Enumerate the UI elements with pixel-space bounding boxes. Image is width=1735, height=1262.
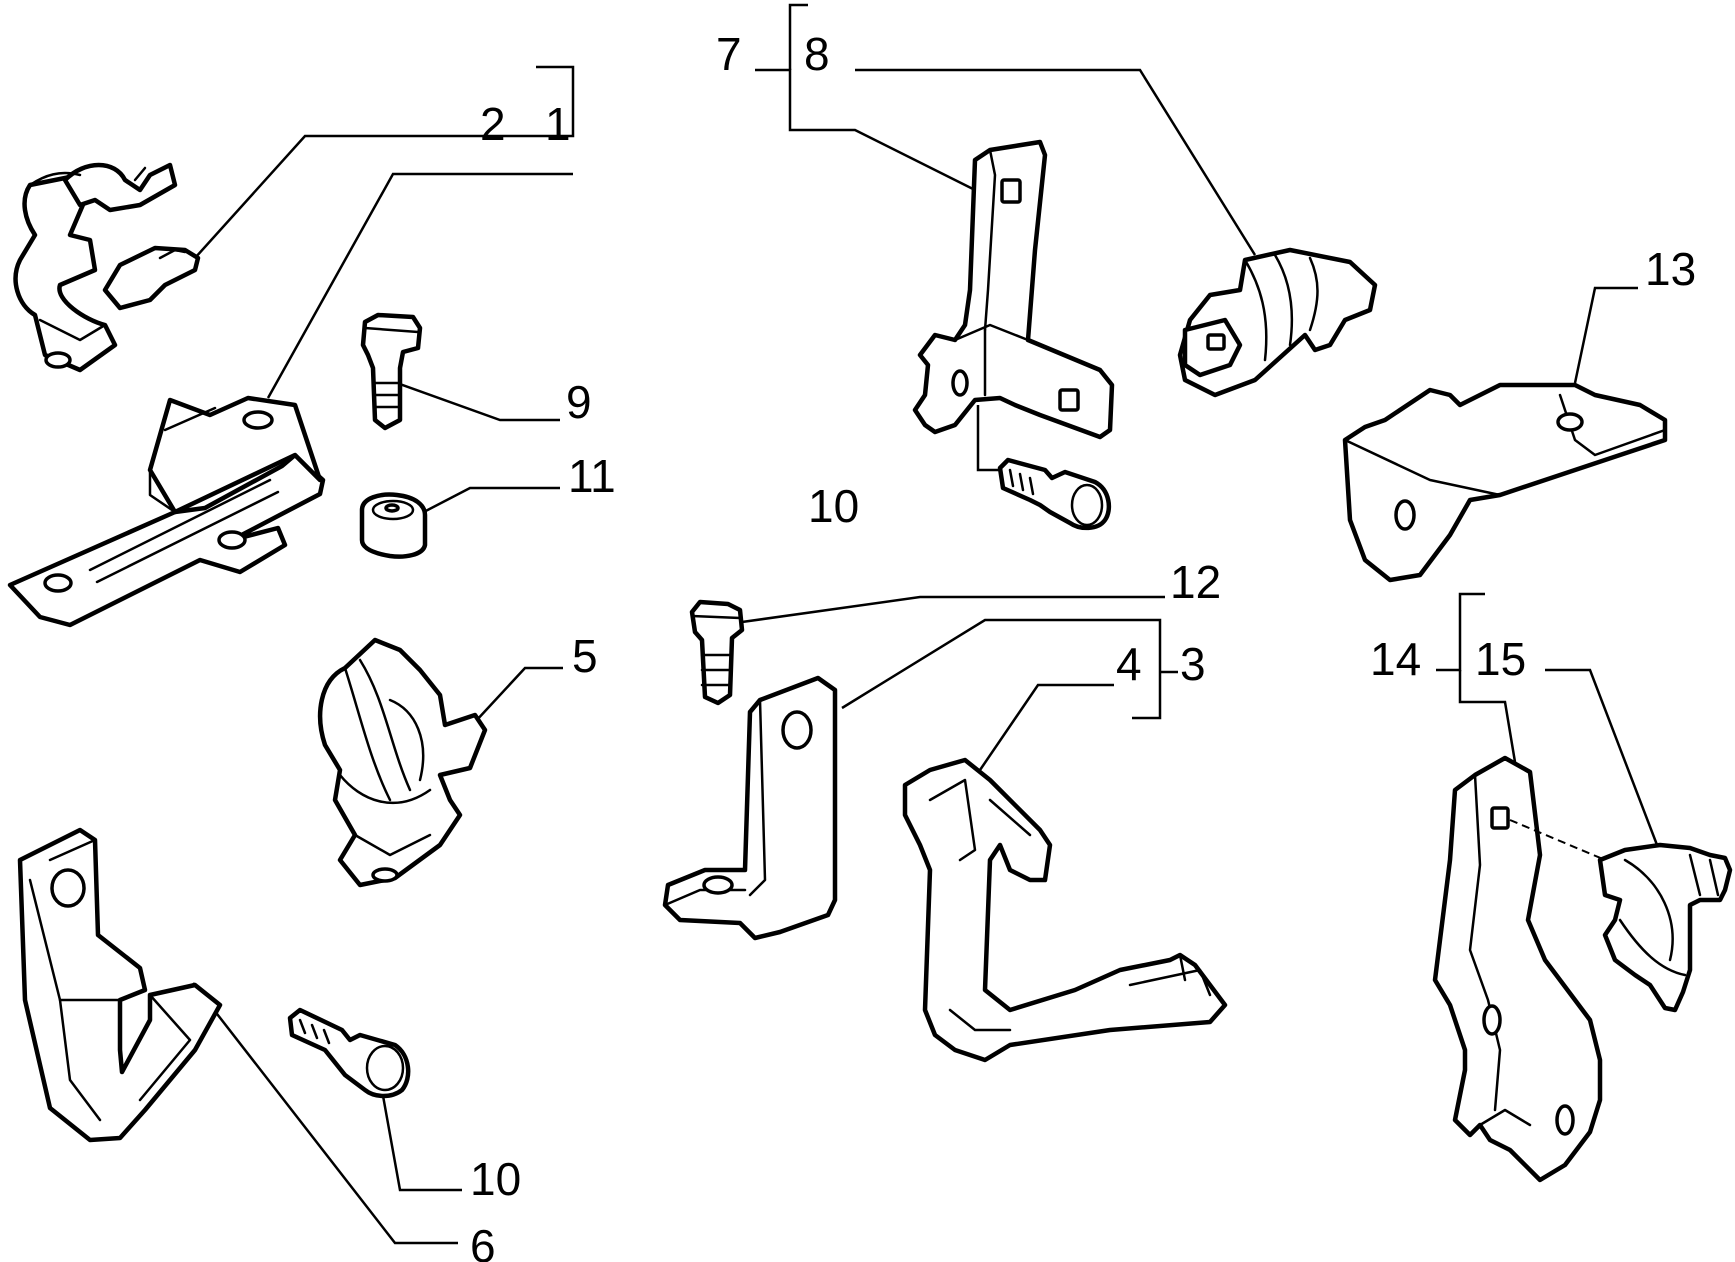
callout-3: 3 xyxy=(1180,638,1206,690)
callout-9: 9 xyxy=(566,376,592,428)
callout-15: 15 xyxy=(1475,633,1526,685)
callout-6: 6 xyxy=(470,1220,496,1262)
callout-1: 1 xyxy=(545,98,571,150)
part-12-screw xyxy=(689,599,745,706)
callout-10-bottom: 10 xyxy=(470,1153,521,1205)
part-3-l-bracket xyxy=(662,675,838,941)
part-11-nut xyxy=(359,492,428,559)
callout-13: 13 xyxy=(1645,243,1696,295)
callout-labels: 1 2 3 4 5 6 7 8 9 10 10 11 12 13 14 15 xyxy=(470,28,1696,1262)
part-14-long-bracket xyxy=(1432,755,1603,1183)
part-8-clip xyxy=(1177,247,1378,398)
part-10-bolt-bottom xyxy=(287,1007,411,1099)
callout-11: 11 xyxy=(568,450,616,502)
part-6-u-bracket xyxy=(17,827,223,1143)
part-5-clip xyxy=(317,637,488,888)
callout-4: 4 xyxy=(1116,638,1142,690)
leader-lines xyxy=(192,3,1664,1245)
callout-7: 7 xyxy=(716,28,742,80)
part-7-tall-bracket xyxy=(912,139,1115,440)
part-2-clamp-clip xyxy=(13,162,201,373)
part-15-small-clip xyxy=(1597,842,1733,1013)
callout-8: 8 xyxy=(804,28,830,80)
callout-10-top: 10 xyxy=(808,480,859,532)
callout-14: 14 xyxy=(1370,633,1421,685)
callout-12: 12 xyxy=(1170,556,1221,608)
callout-2: 2 xyxy=(480,98,506,150)
alignment-dashed-line xyxy=(1509,819,1611,863)
part-9-screw xyxy=(360,312,423,431)
part-13-l-bracket xyxy=(1342,382,1668,583)
part-1-bracket xyxy=(7,395,326,628)
part-4-wire-bracket xyxy=(902,757,1228,1063)
callout-5: 5 xyxy=(572,630,598,682)
part-10-bolt-top xyxy=(997,457,1112,531)
